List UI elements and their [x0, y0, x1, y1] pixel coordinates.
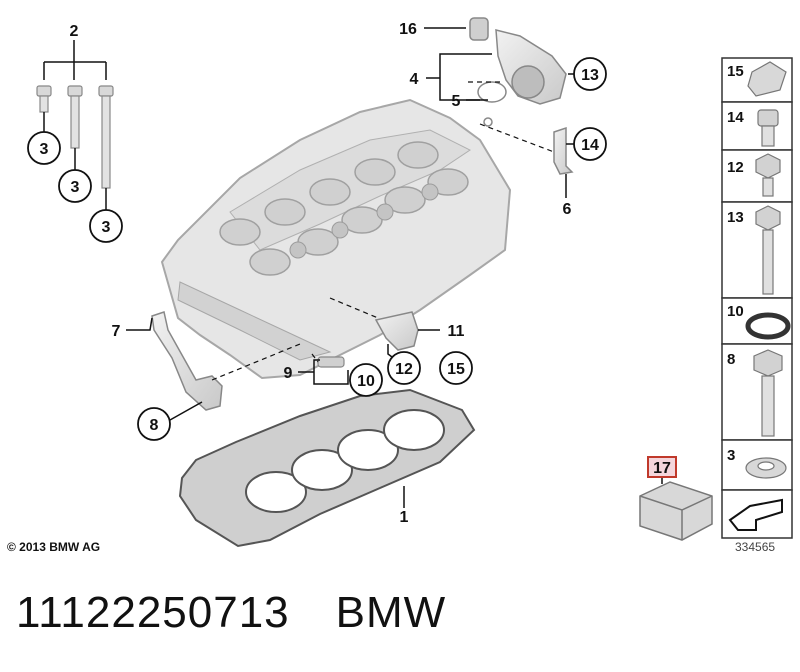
box-17 [639, 481, 713, 541]
copyright-text: © 2013 BMW AG [7, 540, 101, 554]
callout-circle-10 [349, 363, 383, 397]
callout-2: 2 [70, 23, 79, 40]
callout-circle-3b [58, 169, 92, 203]
dashed-assembly-lines [211, 81, 555, 381]
brand-name: BMW [335, 588, 447, 637]
leader-lines [43, 27, 663, 508]
callout-11: 11 [448, 323, 465, 340]
callout-15: 15 [447, 361, 465, 378]
callout-10: 10 [357, 373, 375, 390]
callout-3b: 3 [71, 179, 80, 196]
head-gasket [178, 388, 476, 548]
reference-number: 334565 [735, 540, 776, 554]
part-number-line: 11122250713 BMW [16, 588, 446, 638]
callout-circle-8 [137, 407, 171, 441]
callout-circle-15 [439, 351, 473, 385]
callout-5: 5 [452, 93, 461, 110]
side-label-13: 13 [727, 209, 744, 226]
callout-3a: 3 [40, 141, 49, 158]
side-label-8: 8 [727, 351, 735, 368]
cylinder-head [160, 98, 512, 380]
callout-14: 14 [581, 137, 599, 154]
part-number: 11122250713 [16, 588, 290, 637]
callout-12: 12 [395, 361, 413, 378]
callout-circle-3a [27, 131, 61, 165]
bracket-11 [374, 311, 419, 351]
callout-13: 13 [581, 67, 599, 84]
callout-7: 7 [112, 323, 121, 340]
highlight-box-17 [647, 456, 677, 478]
side-panel-parts [728, 61, 791, 531]
vacuum-pump [469, 17, 567, 127]
callout-1: 1 [400, 509, 409, 526]
callout-circle-13 [573, 57, 607, 91]
callout-6: 6 [563, 201, 572, 218]
side-label-14: 14 [727, 109, 744, 126]
side-label-10: 10 [727, 303, 744, 320]
bracket-7 [151, 311, 223, 411]
cylinder-head-bolts [36, 85, 114, 189]
callout-3c: 3 [102, 219, 111, 236]
callout-17: 17 [653, 460, 671, 477]
callout-circle-14 [573, 127, 607, 161]
side-label-12: 12 [727, 159, 744, 176]
callout-4: 4 [410, 71, 419, 88]
side-label-15: 15 [727, 63, 744, 80]
callout-16: 16 [399, 21, 417, 38]
callout-8: 8 [150, 417, 159, 434]
callout-circles [27, 57, 607, 441]
sensor-9 [317, 356, 345, 368]
callout-9: 9 [284, 365, 293, 382]
callout-circle-3c [89, 209, 123, 243]
bracket-14 [553, 126, 574, 175]
side-label-3: 3 [727, 447, 735, 464]
callout-circle-12 [387, 351, 421, 385]
